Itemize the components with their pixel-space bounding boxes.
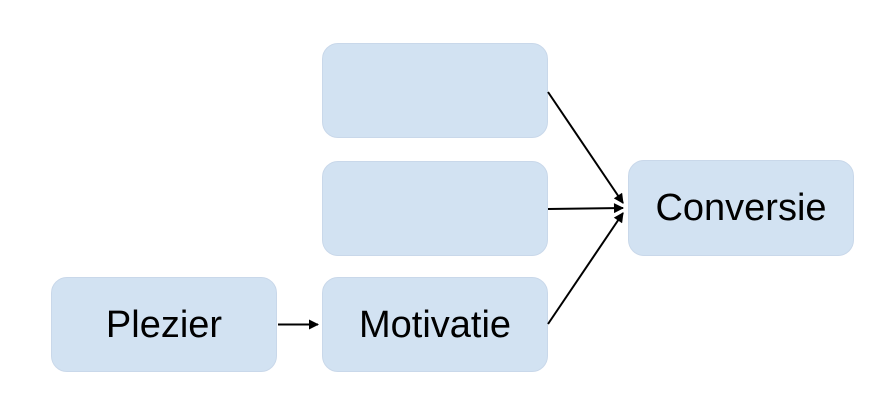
node-predictor-top xyxy=(322,43,548,138)
node-predictor-middle xyxy=(322,161,548,256)
node-plezier: Plezier xyxy=(51,277,277,372)
edge-motivatie-to-conversie xyxy=(547,212,624,325)
edge-predictor-middle-to-conversie xyxy=(547,203,624,214)
node-label: Motivatie xyxy=(358,303,512,346)
node-conversie: Conversie xyxy=(628,160,854,256)
edge-predictor-top-to-conversie xyxy=(547,91,624,204)
node-label: Plezier xyxy=(105,303,223,346)
node-motivatie: Motivatie xyxy=(322,277,548,372)
node-label: Conversie xyxy=(655,187,827,229)
